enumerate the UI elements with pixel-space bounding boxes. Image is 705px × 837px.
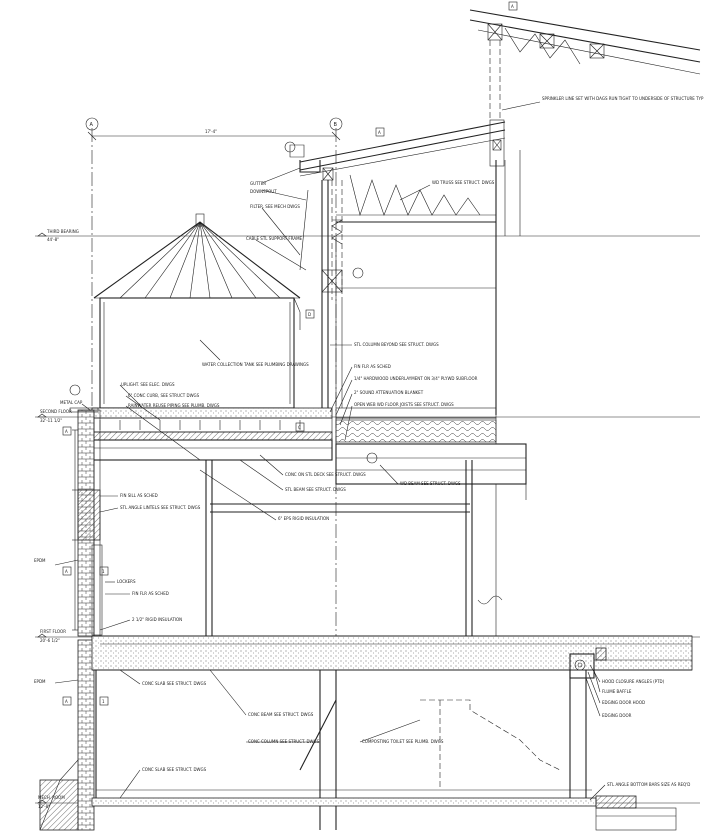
upper-roof-structure bbox=[469, 1, 701, 120]
note-edging-door: EDGING DOOR bbox=[602, 713, 632, 718]
level-third-name: THIRD BEARING bbox=[46, 229, 79, 234]
tag-one-2: 1 bbox=[102, 699, 105, 704]
note-rainwater: RAINWATER REUSE PIPING SEE PLUMB. DWGS bbox=[128, 403, 220, 408]
gutter bbox=[289, 144, 334, 181]
annotations: SPRINKLER LINE SET WITH DAGS RUN TIGHT T… bbox=[34, 96, 704, 787]
exterior-wall bbox=[39, 407, 109, 831]
note-sprinkler: SPRINKLER LINE SET WITH DAGS RUN TIGHT T… bbox=[542, 96, 704, 101]
note-floor-joists: OPEN WEB WD FLOOR JOISTS SEE STRUCT. DWG… bbox=[354, 402, 454, 407]
note-epdm: EPDM bbox=[34, 558, 46, 563]
column-downspout bbox=[284, 141, 364, 415]
note-compost: COMPOSTING TOILET SEE PLUMB. DWGS bbox=[362, 739, 444, 744]
note-downspout: DOWNSPOUT bbox=[250, 189, 277, 194]
upper-level-frame bbox=[335, 236, 496, 408]
level-third-elev: 44'-8" bbox=[47, 237, 59, 242]
level-lines bbox=[35, 232, 700, 804]
note-cable: CABLE STL SUPPORT FRAME bbox=[246, 236, 303, 241]
basement-frame bbox=[91, 670, 677, 831]
tag-d: D bbox=[308, 312, 311, 317]
note-rigid-ins: 2 1/2" RIGID INSULATION bbox=[132, 617, 182, 622]
level-second-name: SECOND FLOOR bbox=[40, 409, 72, 414]
grid-a-label: A bbox=[90, 122, 94, 128]
tag-a-wall-1: A bbox=[65, 429, 68, 434]
level-second-elev: 32'-11 1/2" bbox=[40, 418, 62, 423]
note-conc-column: CONC COLUMN SEE STRUCT. DWGS bbox=[248, 739, 320, 744]
note-underlayment: 1/4" HARDWOOD UNDERLAYMENT ON 3/4" PLYWD… bbox=[354, 376, 478, 381]
note-conc-slab-1: CONC SLAB SEE STRUCT. DWGS bbox=[142, 681, 207, 686]
water-tank bbox=[93, 213, 301, 409]
grid-dimension: 17'-4" bbox=[205, 129, 217, 134]
note-lockers: LOCKERS bbox=[117, 579, 136, 584]
note-wd-beam: WD BEAM SEE STRUCT. DWGS bbox=[400, 481, 461, 486]
tag-a-rafter: A bbox=[378, 130, 381, 135]
note-gutter: GUTTER bbox=[250, 181, 266, 186]
tag-a-top: A bbox=[511, 4, 514, 9]
note-conc-deck: CONC ON STL DECK SEE STRUCT. DWGS bbox=[285, 472, 366, 477]
tag-a-wall-3: A bbox=[65, 699, 68, 704]
note-door-hood: EDGING DOOR HOOD bbox=[602, 700, 645, 705]
note-epdm-2: EPDM bbox=[34, 679, 46, 684]
note-tank: WATER COLLECTION TANK SEE PLUMBING DRAWI… bbox=[202, 362, 309, 367]
level-first-elev: 20'-6 1/2" bbox=[40, 638, 60, 643]
roof-rafter bbox=[299, 119, 506, 177]
note-hood-angles: HOOD CLOSURE ANGLES (PTD) bbox=[602, 679, 665, 684]
note-stl-column: STL COLUMN BEYOND SEE STRUCT. DWGS bbox=[354, 342, 439, 347]
note-sound-blanket: 2" SOUND ATTENUATION BLANKET bbox=[354, 390, 424, 395]
note-conc-slab-2: CONC SLAB SEE STRUCT. DWGS bbox=[142, 767, 207, 772]
interior-frame bbox=[205, 460, 527, 636]
leader-lines bbox=[54, 101, 606, 801]
note-fin-sill: FIN SILL AS SCHED bbox=[120, 493, 158, 498]
note-uplight: UPLIGHT. SEE ELEC. DWGS bbox=[121, 382, 175, 387]
note-flume: FLUME BAFFLE bbox=[602, 689, 632, 694]
first-floor-slab bbox=[91, 635, 693, 679]
note-truss: WD TRUSS SEE STRUCT. DWGS bbox=[432, 180, 495, 185]
note-conc-beam: CONC BEAM SEE STRUCT. DWGS bbox=[248, 712, 314, 717]
note-fin-flr-2: FIN FLR AS SCHED bbox=[132, 591, 169, 596]
note-eps: 6" EPS RIGID INSULATION bbox=[278, 516, 329, 521]
tag-one-1: 1 bbox=[102, 569, 105, 574]
note-stl-bottom: STL ANGLE BOTTOM BARS SIZE AS REQ'D bbox=[607, 782, 690, 787]
note-metal-cap: METAL CAP bbox=[60, 400, 83, 405]
grid-b-label: B bbox=[334, 122, 338, 128]
note-filter: FILTER. SEE MECH DWGS bbox=[250, 204, 300, 209]
tag-a-wall-2: A bbox=[65, 569, 68, 574]
second-floor-slab bbox=[69, 384, 527, 485]
truss bbox=[336, 150, 521, 415]
tag-c: C bbox=[298, 425, 301, 430]
note-fin-flr-1: FIN FLR AS SCHED bbox=[354, 364, 391, 369]
level-first-name: FIRST FLOOR bbox=[40, 629, 66, 634]
note-stl-angle: STL ANGLE LINTELS SEE STRUCT. DWGS bbox=[120, 505, 201, 510]
note-stl-beam: STL BEAM SEE STRUCT. DWGS bbox=[285, 487, 346, 492]
note-conc-curb: 6" CONC CURB, SEE STRUCT DWGS bbox=[128, 393, 200, 398]
